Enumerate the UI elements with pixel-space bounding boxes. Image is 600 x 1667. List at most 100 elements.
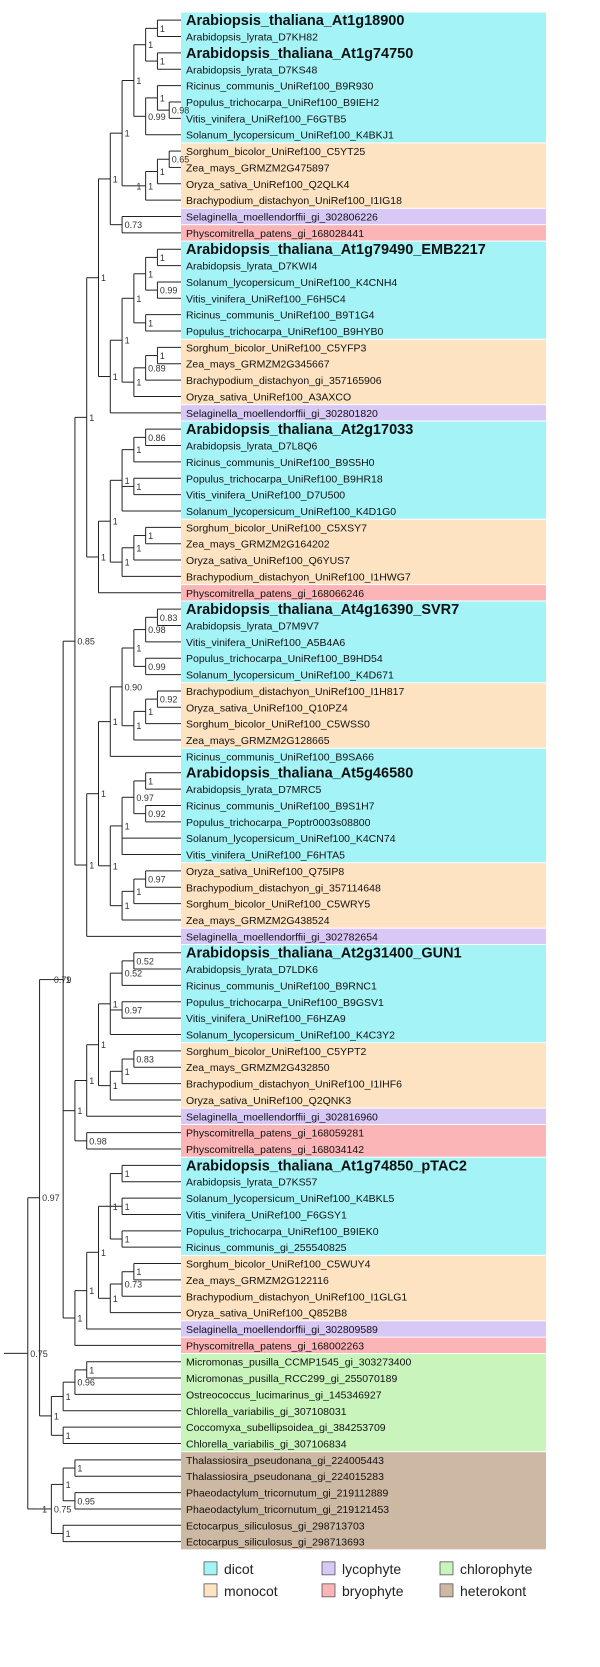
support-value: 1 (66, 1480, 71, 1490)
support-value: 1 (148, 40, 153, 50)
band-bryophyte (181, 225, 546, 241)
legend-swatch-monocot (203, 1583, 218, 1598)
support-value: 0.52 (136, 956, 154, 966)
leaf-label: Vitis_vinifera_UniRef100_A5B4A6 (186, 637, 345, 649)
support-value: 1 (125, 129, 130, 139)
leaf-label: Sorghum_bicolor_UniRef100_C5YT25 (186, 146, 365, 158)
leaf-label: Vitis_vinifera_UniRef100_D7U500 (186, 490, 345, 502)
support-value: 1 (148, 776, 153, 786)
support-value: 1 (101, 1040, 106, 1050)
leaf-label: Arabidopsis_thaliana_At1g79490_EMB2217 (186, 242, 486, 258)
support-value: 1 (136, 181, 141, 191)
support-value: 1 (113, 372, 118, 382)
legend-swatch-bryophyte (321, 1583, 336, 1598)
leaf-label: Ricinus_communis_gi_255540825 (186, 1242, 347, 1254)
support-value: 1 (89, 861, 94, 871)
support-value: 0.52 (125, 969, 143, 979)
leaf-label: Solanum_lycopersicum_UniRef100_K4D671 (186, 670, 394, 682)
leaf-label: Selaginella_moellendorffii_gi_302806226 (186, 212, 378, 224)
leaf-label: Ricinus_communis_UniRef100_B9S5H0 (186, 457, 375, 469)
leaf-label: Physcomitrella_patens_gi_168028441 (186, 228, 364, 240)
leaf-label: Zea_mays_GRMZM2G128665 (186, 735, 330, 747)
leaf-label: Thalassiosira_pseudonana_gi_224015283 (186, 1471, 384, 1483)
support-value: 0.73 (125, 220, 143, 230)
leaf-label: Arabidopsis_lyrata_D7M9V7 (186, 621, 319, 633)
band-dicot (181, 748, 546, 863)
leaf-label: Oryza_sativa_UniRef100_Q2QNK3 (186, 1095, 351, 1107)
leaf-label: Brachypodium_distachyon_UniRef100_I1IHF6 (186, 1079, 402, 1091)
band-bryophyte (181, 1337, 546, 1354)
tree-branches (4, 19, 181, 1543)
support-value: 1 (89, 1076, 94, 1086)
leaf-label: Coccomyxa_subellipsoidea_gi_384253709 (186, 1422, 386, 1434)
leaf-label: Oryza_sativa_UniRef100_Q852B8 (186, 1308, 347, 1320)
leaf-label: Vitis_vinifera_UniRef100_F6H5C4 (186, 293, 346, 305)
support-value: 1 (113, 1294, 118, 1304)
band-dicot (181, 241, 546, 339)
band-lycophyte (181, 405, 546, 421)
band-heterokont (181, 1452, 546, 1550)
leaf-label: Solanum_lycopersicum_UniRef100_K4D1G0 (186, 506, 396, 518)
leaf-label: Selaginella_moellendorffii_gi_302801820 (186, 408, 378, 420)
band-monocot (181, 143, 546, 208)
support-value: 1 (66, 975, 71, 985)
legend-swatch-heterokont (439, 1583, 454, 1598)
leaf-label: Oryza_sativa_UniRef100_Q75IP8 (186, 866, 344, 878)
support-value: 1 (77, 1464, 82, 1474)
support-value: 0.86 (148, 433, 166, 443)
band-dicot (181, 601, 546, 683)
leaf-label: Ostreococcus_lucimarinus_gi_145346927 (186, 1389, 382, 1401)
leaf-label: Ricinus_communis_UniRef100_B9R930 (186, 81, 374, 93)
support-value: 1 (136, 482, 141, 492)
support-value: 0.83 (160, 613, 178, 623)
leaf-label: Arabidopsis_lyrata_D7MRC5 (186, 784, 322, 796)
band-lycophyte (181, 1108, 546, 1124)
leaf-label: Vitis_vinifera_UniRef100_F6GTB5 (186, 113, 346, 125)
support-value: 1 (54, 1411, 59, 1421)
support-value: 1 (113, 999, 118, 1009)
leaf-label: Populus_trichocarpa_UniRef100_B9HR18 (186, 473, 383, 485)
leaf-label: Solanum_lycopersicum_UniRef100_K4BKL5 (186, 1193, 395, 1205)
leaf-label: Chlorella_variabilis_gi_307106834 (186, 1439, 347, 1451)
support-value: 1 (77, 1106, 82, 1116)
leaf-label: Physcomitrella_patens_gi_168002263 (186, 1340, 364, 1352)
leaf-label: Arabidopsis_thaliana_At2g17033 (186, 422, 413, 438)
leaf-label: Brachypodium_distachyon_UniRef100_I1GLG1 (186, 1291, 407, 1303)
leaf-label: Vitis_vinifera_UniRef100_F6HZA9 (186, 1013, 346, 1025)
band-monocot (181, 1255, 546, 1321)
legend-label-monocot: monocot (224, 1583, 278, 1599)
support-value: 1 (125, 1235, 130, 1245)
leaf-label: Selaginella_moellendorffii_gi_302816960 (186, 1111, 378, 1123)
leaf-label: Ricinus_communis_UniRef100_B9S1H7 (186, 800, 375, 812)
leaf-label: Solanum_lycopersicum_UniRef100_K4C3Y2 (186, 1030, 395, 1042)
leaf-label: Brachypodium_distachyon_UniRef100_I1IG18 (186, 195, 402, 207)
leaf-label: Sorghum_bicolor_UniRef100_C5WSS0 (186, 719, 370, 731)
support-value: 1 (160, 253, 165, 263)
support-value: 1 (148, 531, 153, 541)
leaf-label: Arabidopsis_lyrata_D7L8Q6 (186, 441, 317, 453)
leaf-label: Brachypodium_distachyon_gi_357114648 (186, 882, 381, 894)
leaf-label: Micromonas_pusilla_RCC299_gi_255070189 (186, 1373, 397, 1385)
leaf-label: Brachypodium_distachyon_UniRef100_I1H817 (186, 686, 404, 698)
support-value: 1 (125, 901, 130, 911)
support-value: 1 (160, 93, 165, 103)
leaf-label: Populus_trichocarpa_Poptr0003s08800 (186, 817, 371, 829)
band-bryophyte (181, 1124, 546, 1157)
support-value: 1 (113, 517, 118, 527)
support-value: 0.98 (172, 106, 190, 116)
leaf-label: Arabidopsis_lyrata_D7KH82 (186, 32, 318, 44)
support-value: 1 (113, 861, 118, 871)
support-value: 1 (136, 543, 141, 553)
support-value: 0.97 (125, 1005, 143, 1015)
support-value: 1 (160, 57, 165, 67)
band-chlorophyte (181, 1354, 546, 1452)
band-lycophyte (181, 928, 546, 945)
leaf-label: Physcomitrella_patens_gi_168034142 (186, 1144, 364, 1156)
support-value: 0.96 (77, 1378, 95, 1388)
support-value: 1 (148, 707, 153, 717)
leaf-label: Solanum_lycopersicum_UniRef100_K4CN74 (186, 833, 396, 845)
leaf-label: Zea_mays_GRMZM2G122116 (186, 1275, 329, 1287)
leaf-label: Sorghum_bicolor_UniRef100_C5YPT2 (186, 1046, 367, 1058)
leaf-label: Populus_trichocarpa_UniRef100_B9GSV1 (186, 997, 384, 1009)
leaf-label: Zea_mays_GRMZM2G432850 (186, 1062, 330, 1074)
